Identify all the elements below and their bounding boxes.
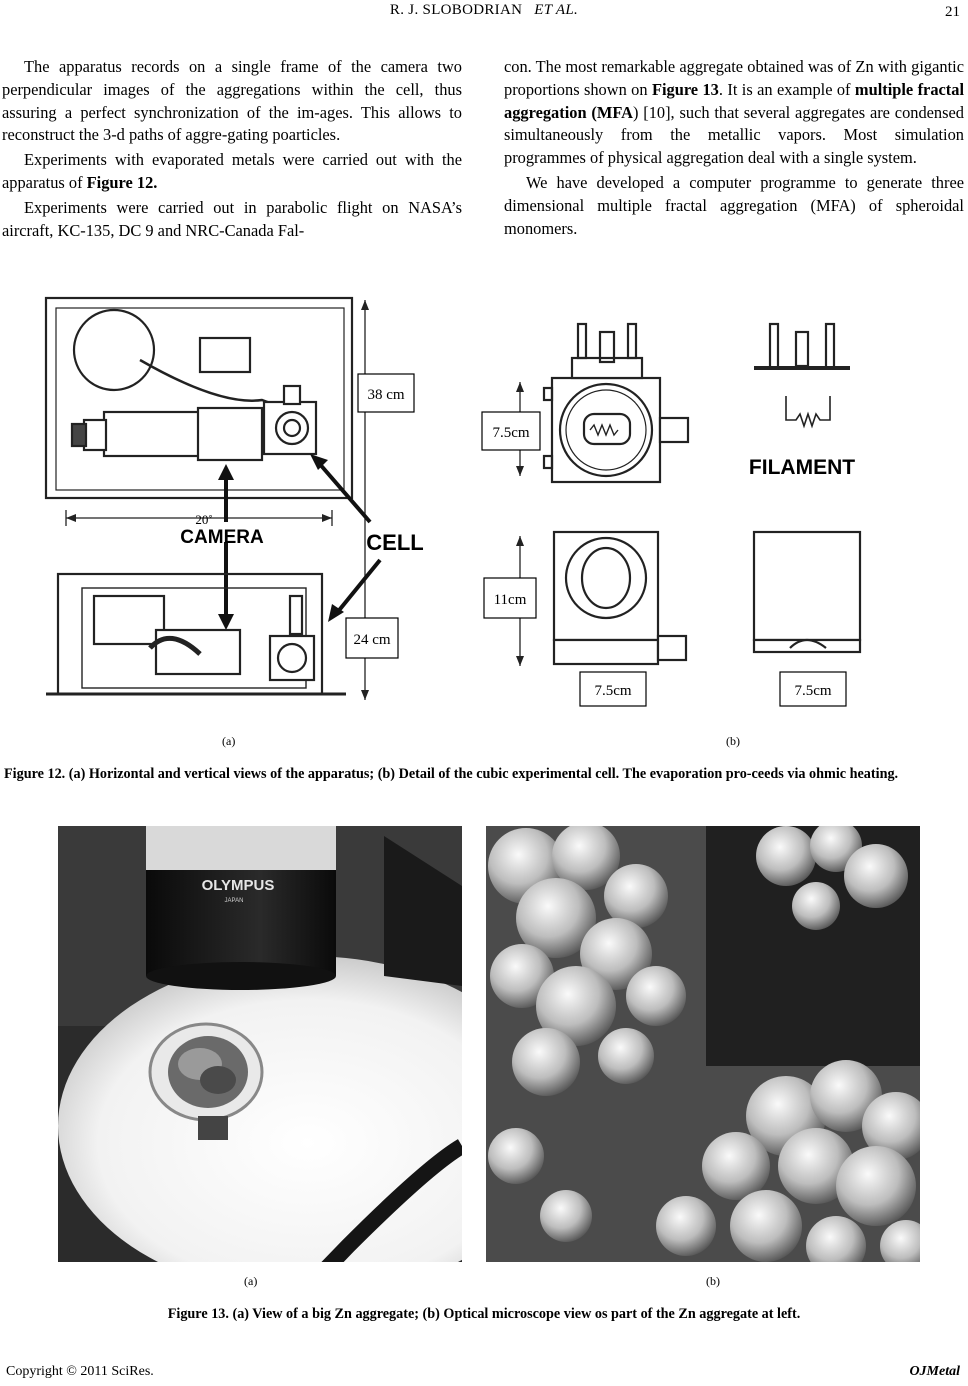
paragraph: Experiments with evaporated metals were … xyxy=(2,149,462,195)
paragraph-text: con. The most remarkable aggregate obtai… xyxy=(504,57,964,99)
dim-75-bottom-left-label: 7.5cm xyxy=(594,683,631,699)
dim-75-bottom-right-label: 7.5cm xyxy=(794,683,831,699)
header-etal: ET AL. xyxy=(534,2,579,18)
figure-12: 38 cm 24 cm 20˚ CAMERA CELL 7.5cm 11cm 7… xyxy=(0,296,968,756)
paragraph: Experiments were carried out in paraboli… xyxy=(2,197,462,240)
lens-brand-text: OLYMPUS xyxy=(202,877,275,894)
label-box xyxy=(481,411,541,451)
microscope-view-photo xyxy=(486,826,920,1262)
figure-13a-photo: OLYMPUS JAPAN xyxy=(58,826,462,1262)
term-mfa: multiple fractal aggregation (MFA xyxy=(504,79,965,122)
journal-name: OJMetal xyxy=(909,1364,960,1379)
subfigure-label: (b) xyxy=(726,734,740,748)
apparatus-top-view xyxy=(44,296,354,500)
angle-label: 20˚ xyxy=(195,512,212,527)
right-column: con. The most remarkable aggregate obtai… xyxy=(504,56,964,240)
cell-label: CELL xyxy=(366,530,423,555)
subfigure-label: (a) xyxy=(244,1274,258,1288)
dim-11-label: 11cm xyxy=(494,592,527,608)
label-box xyxy=(779,671,847,707)
figure-12-drawing: 38 cm 24 cm 20˚ CAMERA CELL 7.5cm 11cm 7… xyxy=(44,296,862,707)
figure-ref[interactable]: Figure 12. xyxy=(86,172,158,192)
apparatus-side-view xyxy=(46,572,346,696)
paragraph: con. The most remarkable aggregate obtai… xyxy=(504,56,964,170)
page-number: 21 xyxy=(945,4,960,20)
lens-sub-text: JAPAN xyxy=(225,898,244,904)
label-box xyxy=(357,373,415,413)
paragraph-text: . It is an example of xyxy=(718,79,855,99)
figure-13-caption: Figure 13. (a) View of a big Zn aggregat… xyxy=(167,1306,801,1322)
cell-detail xyxy=(542,322,862,666)
header-author: R. J. SLOBODRIAN xyxy=(389,2,523,18)
dim-24-label: 24 cm xyxy=(353,632,390,648)
figure-12-caption: Figure 12. (a) Horizontal and vertical v… xyxy=(4,766,899,782)
subfigure-label: (b) xyxy=(706,1274,720,1288)
dim-75-top-label: 7.5cm xyxy=(492,425,529,441)
zn-aggregate-photo: OLYMPUS JAPAN xyxy=(58,826,462,1262)
figure-13b-photo xyxy=(486,826,920,1262)
figure-ref[interactable]: Figure 13 xyxy=(651,79,719,99)
label-box xyxy=(579,671,647,707)
label-box xyxy=(483,577,537,619)
label-box xyxy=(345,617,399,659)
running-header: R. J. SLOBODRIAN ET AL. xyxy=(0,2,968,19)
paragraph: The apparatus records on a single frame … xyxy=(2,57,462,145)
camera-label: CAMERA xyxy=(180,527,264,548)
left-column: The apparatus records on a single frame … xyxy=(2,56,462,242)
copyright-notice: Copyright © 2011 SciRes. xyxy=(6,1364,154,1379)
paragraph-text: ) [10], such that several aggregates are… xyxy=(504,102,964,168)
dim-38-label: 38 cm xyxy=(367,387,404,403)
paragraph: We have developed a computer programme t… xyxy=(504,172,964,238)
subfigure-label: (a) xyxy=(222,734,236,748)
paragraph-text: Experiments with evaporated metals were … xyxy=(2,150,462,192)
filament-label: FILAMENT xyxy=(749,456,855,479)
